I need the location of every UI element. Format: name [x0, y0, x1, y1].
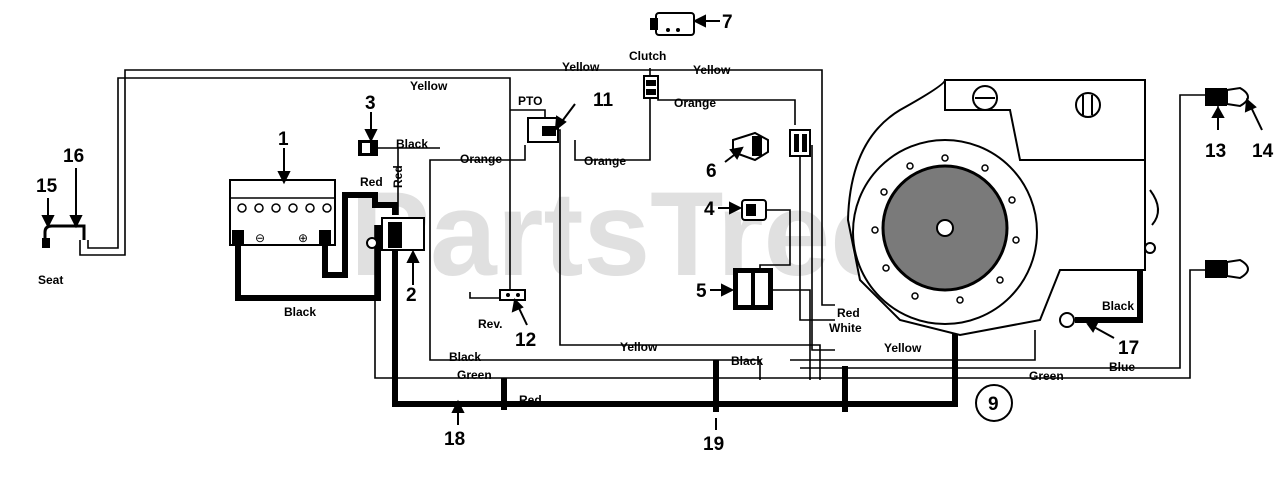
clutch-connector	[643, 75, 659, 99]
label-red-vertical: Red	[391, 165, 405, 188]
pto-switch-body	[527, 117, 559, 143]
callout-15: 15	[36, 176, 58, 197]
callout-3: 3	[365, 93, 376, 114]
callout-16: 16	[63, 146, 84, 167]
callout-7: 7	[722, 12, 733, 33]
callout-2: 2	[406, 285, 417, 306]
label-black-bottom-left: Black	[449, 350, 481, 364]
red-battery-cable	[322, 192, 398, 278]
callout-19: 19	[703, 434, 724, 455]
yellow-wire-inner	[87, 77, 511, 290]
orange-wire-clutch	[574, 68, 651, 161]
callout-arrows	[41, 14, 1263, 430]
yellow-wire-pto	[510, 109, 821, 380]
svg-text:⊖: ⊖	[255, 231, 265, 245]
label-green-bottom-left: Green	[457, 368, 492, 382]
black-battery-cable	[235, 225, 381, 301]
label-yellow-top-right: Yellow	[693, 63, 731, 77]
wire-5	[772, 289, 811, 380]
plug-7-body	[655, 12, 695, 36]
rev-switch-12	[499, 289, 526, 301]
thin-wires	[79, 68, 1205, 380]
white-wire	[799, 140, 835, 321]
callout-1: 1	[278, 129, 289, 150]
red-main-cable	[392, 250, 958, 407]
module-5	[733, 268, 773, 310]
lamp-bottom-socket	[1205, 260, 1227, 278]
yellow-wire-outer	[79, 69, 835, 306]
ground-lug-17	[1059, 312, 1075, 328]
callout-4: 4	[704, 199, 715, 220]
label-black-bottom-mid: Black	[731, 354, 763, 368]
callout-14: 14	[1252, 141, 1274, 162]
callout-6: 6	[706, 161, 717, 182]
callout-9-circle	[975, 384, 1013, 422]
callout-18: 18	[444, 429, 465, 450]
engine	[846, 79, 1159, 337]
label-blue-bottom: Blue	[1109, 360, 1135, 374]
label-orange-mid: Orange	[584, 154, 626, 168]
green-wire	[374, 225, 1205, 379]
yellow-wire-engine	[790, 330, 1036, 361]
seat-switch	[42, 224, 86, 248]
fuse-3	[358, 140, 378, 156]
svg-text:⊕: ⊕	[298, 231, 308, 245]
lamp-bottom-bulb	[1226, 258, 1249, 280]
label-red-engine: Red	[837, 306, 860, 320]
label-red-bottom: Red	[519, 393, 542, 407]
label-orange-top: Orange	[674, 96, 716, 110]
label-yellow-top-left: Yellow	[410, 79, 448, 93]
callout-numbers: 1 2 3 4 5 6 7 9 11 12 13 14 15 16 17 18 …	[36, 12, 1274, 455]
label-white-engine: White	[829, 321, 862, 335]
label-red-battery: Red	[360, 175, 383, 189]
lamp-top	[1205, 86, 1249, 120]
callout-5: 5	[696, 281, 707, 302]
battery-negative-terminal	[232, 230, 244, 244]
orange-wire-pto	[429, 145, 761, 380]
label-black-3: Black	[396, 137, 428, 151]
black-ground-cable	[1075, 255, 1143, 323]
watermark: PartsTree	[350, 167, 897, 301]
wire-connector-drop	[811, 145, 835, 351]
rev-wire	[469, 292, 500, 299]
seat-switch-body	[43, 224, 86, 245]
battery-positive-terminal	[319, 230, 331, 244]
lamp-13-socket	[1205, 88, 1227, 106]
callout-13: 13	[1205, 141, 1226, 162]
label-black-right: Black	[1102, 299, 1134, 313]
pto-switch	[527, 117, 559, 143]
label-pto: PTO	[518, 94, 542, 108]
wire-labels: Yellow Yellow Yellow Clutch PTO Black Re…	[38, 49, 1135, 407]
part-7-plug	[650, 12, 695, 36]
callout-17: 17	[1118, 338, 1139, 359]
solenoid	[366, 217, 425, 251]
callout-12: 12	[515, 330, 536, 351]
label-rev: Rev.	[478, 317, 502, 331]
lamp-14-bulb	[1226, 86, 1249, 108]
label-green-bottom-right: Green	[1029, 369, 1064, 383]
ground-17	[1059, 312, 1075, 328]
label-black-battery: Black	[284, 305, 316, 319]
rev-switch-body	[499, 289, 526, 301]
engine-cap-right	[1075, 92, 1101, 118]
label-seat: Seat	[38, 273, 63, 287]
label-orange-left: Orange	[460, 152, 502, 166]
callout-9: 9	[988, 394, 999, 415]
battery-body	[229, 179, 336, 246]
battery: ⊖ ⊕	[229, 179, 336, 246]
switch-4	[741, 199, 767, 221]
callout-11: 11	[593, 90, 614, 111]
label-clutch: Clutch	[629, 49, 666, 63]
blue-wire	[800, 94, 1205, 369]
label-yellow-top-mid: Yellow	[562, 60, 600, 74]
label-yellow-bottom-right: Yellow	[884, 341, 922, 355]
lamp-bottom	[1205, 258, 1249, 280]
thick-cables	[235, 192, 1143, 412]
connector-block	[789, 129, 811, 157]
label-yellow-bottom-mid: Yellow	[620, 340, 658, 354]
